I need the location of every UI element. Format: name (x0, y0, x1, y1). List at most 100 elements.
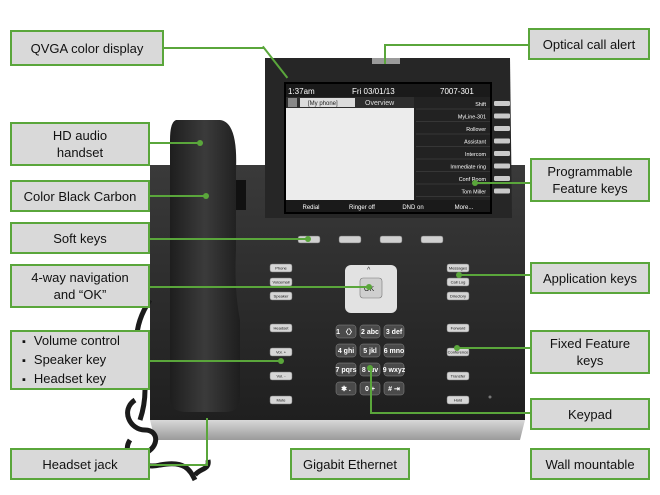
feature-key-button[interactable] (494, 176, 510, 181)
feature-key-label: Shift (475, 102, 486, 108)
headset-item: Headset key (22, 370, 120, 389)
keypad-key[interactable] (335, 362, 357, 377)
callout-fixed-keys: Fixed Feature keys (530, 330, 650, 374)
callout-wall-mount: Wall mountable (530, 448, 650, 480)
callout-qvga-text: QVGA color display (30, 40, 144, 56)
status-date: Fri 03/01/13 (352, 87, 395, 96)
keypad-key[interactable] (335, 343, 357, 358)
keypad-key[interactable] (383, 343, 405, 358)
status-time: 1:37am (288, 87, 315, 96)
application-key[interactable] (446, 277, 470, 287)
application-key-label: Phone (275, 266, 287, 271)
callout-handset: HD audio handset (10, 122, 150, 166)
feature-key-button[interactable] (494, 188, 510, 194)
keypad-key-label: 2 abc (361, 329, 379, 336)
callout-application-text: Application keys (543, 270, 637, 286)
fixed-feature-key-label: Transfer (451, 374, 466, 379)
application-key-label: Speaker (274, 294, 290, 299)
function-key[interactable] (269, 395, 293, 405)
application-key-label: Messages (449, 266, 467, 271)
callout-handset-text: HD audio handset (52, 128, 108, 160)
callout-volume-controls: Volume control Speaker key Headset key (10, 330, 150, 390)
softkey-label: More... (455, 205, 474, 211)
callout-keypad-text: Keypad (567, 406, 613, 422)
callout-color-text: Color Black Carbon (23, 188, 137, 204)
callout-fixed-text: Fixed Feature keys (549, 336, 631, 368)
feature-key-label: Tom Miller (461, 190, 486, 196)
keypad-key-label: # ⇥ (388, 386, 400, 393)
feature-key-label-column (414, 97, 490, 201)
keypad-key-label: 4 ghi (338, 348, 354, 355)
feature-key-button[interactable] (494, 138, 510, 144)
keypad-key-label: 6 mno (384, 348, 405, 355)
keypad-key-label: 7 pqrs (335, 367, 356, 374)
feature-key-button[interactable] (494, 113, 510, 119)
phone-base (150, 420, 525, 440)
fixed-feature-key[interactable] (446, 323, 470, 333)
feature-key-label: Rollover (466, 127, 486, 133)
tab-my-phone (300, 98, 355, 107)
callout-wall-text: Wall mountable (545, 456, 635, 472)
keypad-key-label: 1 〈〉 (336, 328, 356, 336)
volume-item: Volume control (22, 332, 120, 351)
function-key[interactable] (269, 323, 293, 333)
feature-key-label: Intercom (465, 152, 486, 158)
softkey-button[interactable] (420, 235, 444, 244)
keypad-key[interactable] (335, 324, 357, 339)
fixed-feature-key-label: Conference (448, 350, 469, 355)
keypad-key-label: 5 jkl (363, 348, 377, 355)
function-key[interactable] (269, 347, 293, 357)
feature-key-labels: ShiftMyLine-301RolloverAssistantIntercom… (416, 102, 490, 197)
feature-key-label: MyLine-301 (458, 115, 486, 121)
callout-color: Color Black Carbon (10, 180, 150, 212)
feature-key-button[interactable] (494, 151, 510, 156)
keypad-key[interactable] (335, 381, 357, 396)
feature-key-buttons (494, 101, 510, 194)
callout-gigabit: Gigabit Ethernet (290, 448, 410, 480)
optical-alert-led (372, 58, 400, 64)
keypad-key-label: 3 def (386, 329, 403, 336)
feature-key-button[interactable] (494, 126, 510, 131)
mic-dot (488, 395, 492, 399)
fixed-feature-key[interactable] (446, 371, 470, 381)
callout-soft-keys: Soft keys (10, 222, 150, 254)
status-bar (286, 84, 490, 97)
keypad-key[interactable] (383, 324, 405, 339)
keypad-key[interactable] (359, 324, 381, 339)
feature-key-label: Immediate ring (450, 165, 486, 171)
application-key[interactable] (269, 263, 293, 273)
callout-application-keys: Application keys (530, 262, 650, 294)
softkey-button[interactable] (338, 235, 362, 244)
status-extension: 7007-301 (440, 87, 474, 96)
svg-text:^: ^ (367, 267, 371, 274)
callout-gigabit-text: Gigabit Ethernet (303, 456, 397, 472)
feature-key-button[interactable] (494, 101, 510, 106)
softkey-button[interactable] (379, 235, 403, 244)
volume-feature-list: Volume control Speaker key Headset key (22, 332, 120, 389)
keypad-key-label: ✱ . (341, 385, 351, 393)
fixed-feature-key[interactable] (446, 395, 470, 405)
keypad-key[interactable] (383, 381, 405, 396)
callout-qvga-display: QVGA color display (10, 30, 164, 66)
keypad-key[interactable] (359, 343, 381, 358)
keypad-key[interactable] (383, 362, 405, 377)
callout-navigation: 4-way navigation and “OK” (10, 264, 150, 308)
keypad-key-label: 9 wxyz (383, 367, 406, 374)
main-panel (286, 108, 414, 200)
callout-programmable-keys: Programmable Feature keys (530, 158, 650, 202)
application-key-label: Voicemail (272, 280, 289, 285)
application-key[interactable] (446, 291, 470, 301)
callout-navigation-text: 4-way navigation and “OK” (31, 270, 129, 302)
function-key[interactable] (269, 371, 293, 381)
function-key-label: Vol. - (276, 374, 286, 379)
callout-programmable-text: Programmable Feature keys (547, 164, 633, 196)
application-key[interactable] (269, 291, 293, 301)
feature-key-button[interactable] (494, 163, 510, 169)
callout-keypad: Keypad (530, 398, 650, 430)
callout-softkeys-text: Soft keys (53, 230, 107, 246)
function-key-label: Vol. + (276, 350, 287, 355)
